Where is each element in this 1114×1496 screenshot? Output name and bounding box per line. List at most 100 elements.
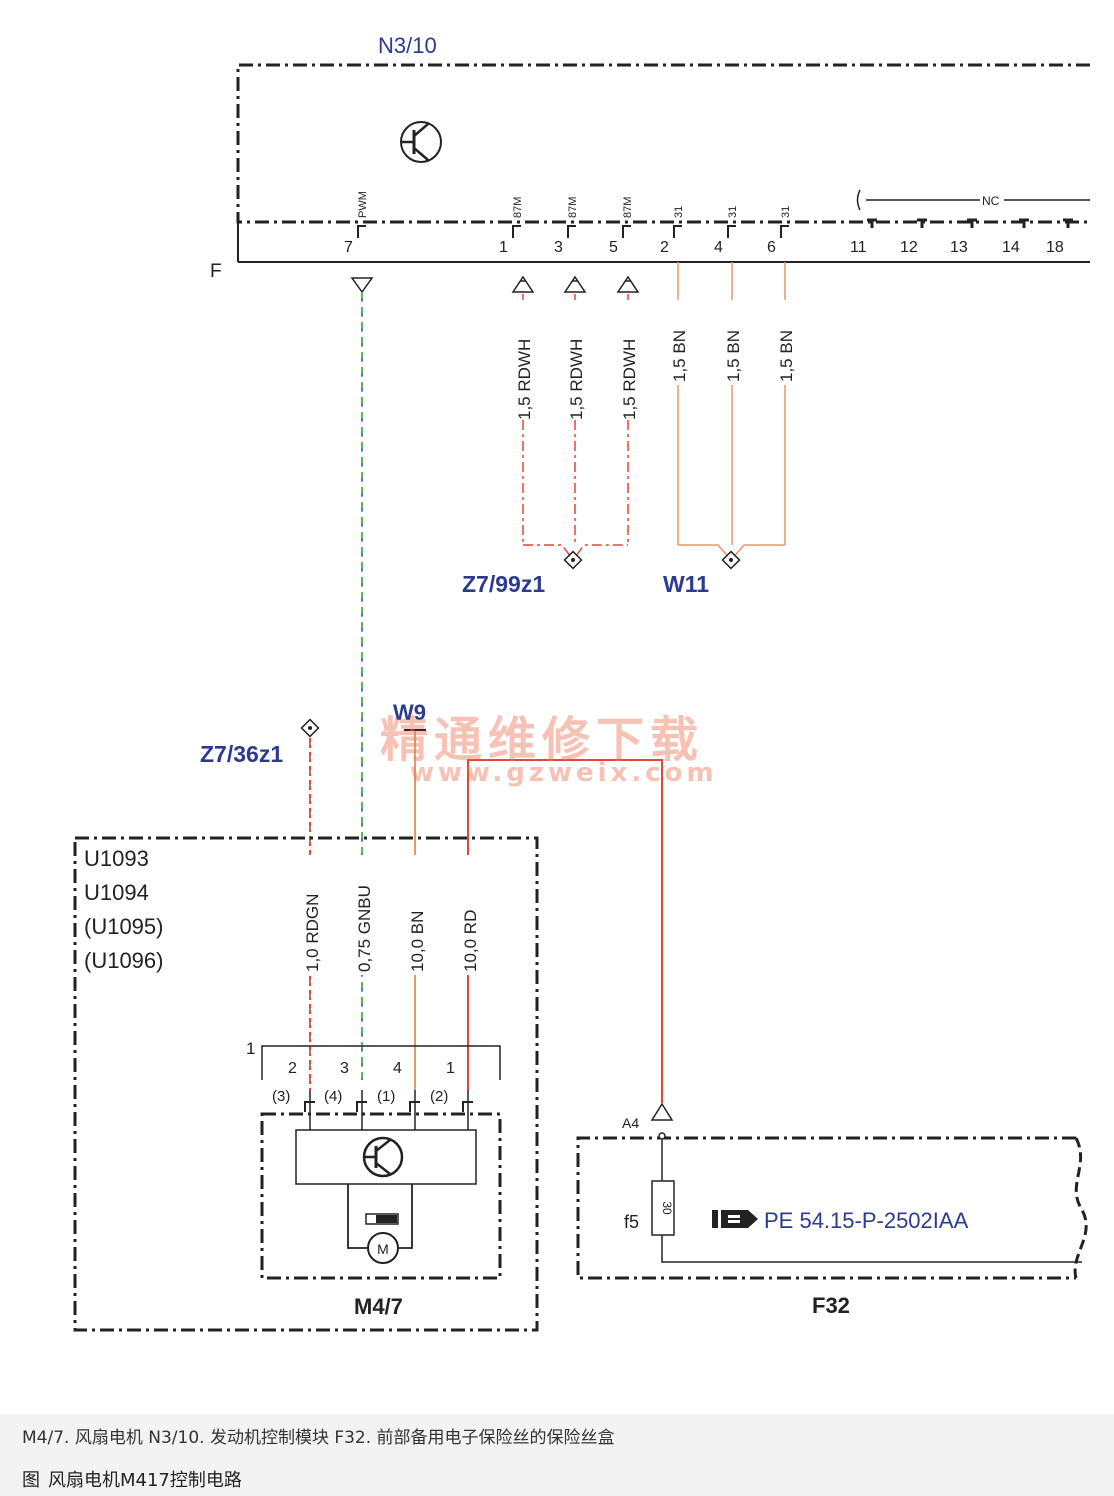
connector-pin-number: 1: [446, 1060, 455, 1077]
figure-prefix: 图: [22, 1470, 40, 1491]
junction-z799-label: Z7/99z1: [462, 571, 545, 597]
rail-label: F: [210, 261, 222, 282]
wiring-diagram: .dash { fill:none; stroke:#222; stroke-w…: [73, 33, 1090, 1332]
wire-lower-3: 10,0 BN: [405, 855, 427, 975]
fuse-label: f5: [624, 1212, 639, 1232]
fan-module-code: (U1096): [84, 948, 163, 973]
power-wire-rd: [467, 759, 663, 1103]
caption-bar: [0, 1414, 1114, 1496]
wire-upper-5: 1,5 BN: [724, 262, 743, 545]
motor-symbol: M: [377, 1241, 389, 1257]
ecu-pin-13: 13: [950, 218, 977, 256]
fan-motor: M M4/7: [260, 1112, 502, 1319]
ecu-pin-4: 31 4: [714, 206, 739, 256]
transistor-icon: [400, 121, 442, 163]
ecu-pin-5: 87M 5: [609, 197, 634, 256]
ecu-pin-12: 12: [900, 218, 927, 256]
fuse-box: A4 30 f5 PE 54.15-P-2502IAA F32: [576, 1102, 1088, 1318]
ecu-pin-number: 5: [609, 239, 618, 256]
wire-lower-label: 1,0 RDGN: [303, 894, 322, 972]
figure-caption: 图风扇电机M417控制电路: [22, 1466, 242, 1492]
ecu-pin-func: 31: [780, 206, 792, 218]
motor-icon: [367, 1232, 399, 1264]
junction-w11-label: W11: [663, 571, 709, 597]
pwm-wire: [350, 277, 374, 1080]
wire-upper-label: 1,5 RDWH: [515, 339, 534, 420]
wire-lower-2: 0,75 GNBU: [352, 855, 374, 975]
fan-module-code: U1093: [84, 846, 149, 871]
legend-text: M4/7. 风扇电机 N3/10. 发动机控制模块 F32. 前部备用电子保险丝…: [22, 1428, 615, 1448]
connector-pin-number: 2: [288, 1060, 297, 1077]
connector-pin-number: 4: [393, 1060, 402, 1077]
figure-caption-text: 风扇电机M417控制电路: [48, 1470, 242, 1491]
junction-z799: Z7/99z1: [462, 544, 628, 597]
wire-upper-label: 1,5 RDWH: [567, 339, 586, 420]
connector-pin-alt: (3): [272, 1088, 290, 1105]
ecu-pin-number: 2: [660, 239, 669, 256]
motor-transistor-icon: [362, 1136, 404, 1178]
connector-pin-alt: (1): [377, 1088, 395, 1105]
wire-upper-label: 1,5 RDWH: [620, 339, 639, 420]
wire-upper-2: 1,5 RDWH: [563, 275, 587, 545]
wire-upper-label: 1,5 BN: [724, 330, 743, 382]
ecu-pin-func: 31: [673, 206, 685, 218]
ecu-pin-number: 4: [714, 239, 723, 256]
wire-upper-3: 1,5 RDWH: [616, 275, 640, 545]
ecu-pin-number: 12: [900, 239, 918, 256]
connector-1: 1 2 (3) 3 (4) 4 (1) 1(2): [246, 1039, 501, 1130]
nc-label: NC: [982, 194, 1000, 208]
ecu-pin-func: 31: [727, 206, 739, 218]
ecu-pin-3: 87M 3: [554, 197, 579, 256]
wire-lower-4: 10,0 RD: [458, 855, 480, 975]
ecu-pin-number: 18: [1046, 239, 1064, 256]
wire-lower-label: 10,0 BN: [408, 911, 427, 972]
ecu-pin-func: 87M: [622, 197, 634, 218]
connector-pin-3: 3 (4): [324, 1060, 367, 1130]
ecu-pin-number: 1: [499, 239, 508, 256]
connector-pin-2: 2 (3): [272, 1060, 315, 1130]
ecu-pin-6: 31 6: [767, 206, 792, 256]
connector-pin-1: 1(2): [430, 1060, 473, 1130]
wire-upper-6: 1,5 BN: [777, 262, 796, 545]
ecu-pin-number: 6: [767, 239, 776, 256]
ecu-pin-func: 87M: [567, 197, 579, 218]
ecu-pin-11: 11: [850, 218, 877, 256]
connector-pin-alt: (4): [324, 1088, 342, 1105]
ecu-pin-18: 18: [1046, 218, 1073, 256]
nc-bracket: NC: [856, 189, 1090, 211]
reference-icon: [712, 1210, 758, 1228]
ground-w9-label: W9: [393, 700, 426, 725]
ecu-pin-number: 3: [554, 239, 563, 256]
wire-upper-label: 1,5 BN: [777, 330, 796, 382]
connector-pin-number: 3: [340, 1060, 349, 1077]
connector-pin-4: 4 (1): [377, 1060, 420, 1130]
wire-upper-4: 1,5 BN: [670, 262, 689, 545]
connector-1-id: 1: [246, 1039, 255, 1058]
fan-module-code: U1094: [84, 880, 149, 905]
ecu-pin-14: 14: [1002, 218, 1029, 256]
wire-upper-label: 1,5 BN: [670, 330, 689, 382]
wire-lower-1: 1,0 RDGN: [300, 855, 322, 975]
ecu-pin-number: 14: [1002, 239, 1020, 256]
ecu-pin-func: PWM: [357, 191, 369, 218]
ecu-pin-2: 31 2: [660, 206, 685, 256]
fuse-rating: 30: [660, 1201, 674, 1215]
fuse-box-label: F32: [812, 1293, 850, 1318]
fuse-conn-label: A4: [622, 1115, 639, 1131]
junction-z736-label: Z7/36z1: [200, 741, 283, 767]
ecu-label: N3/10: [378, 33, 437, 58]
wire-lower-label: 0,75 GNBU: [355, 885, 374, 972]
fan-module-code: (U1095): [84, 914, 163, 939]
fuse-icon: [651, 1180, 675, 1236]
wire-upper-1: 1,5 RDWH: [511, 275, 535, 545]
ecu-pin-number: 11: [850, 239, 867, 256]
wire-lower-label: 10,0 RD: [461, 910, 480, 972]
fan-motor-label: M4/7: [354, 1294, 403, 1319]
ecu-pin-number: 7: [344, 239, 353, 256]
ecu-pin-7: PWM 7: [344, 191, 369, 256]
ecu-pin-number: 13: [950, 239, 968, 256]
junction-w11: W11: [663, 544, 785, 597]
